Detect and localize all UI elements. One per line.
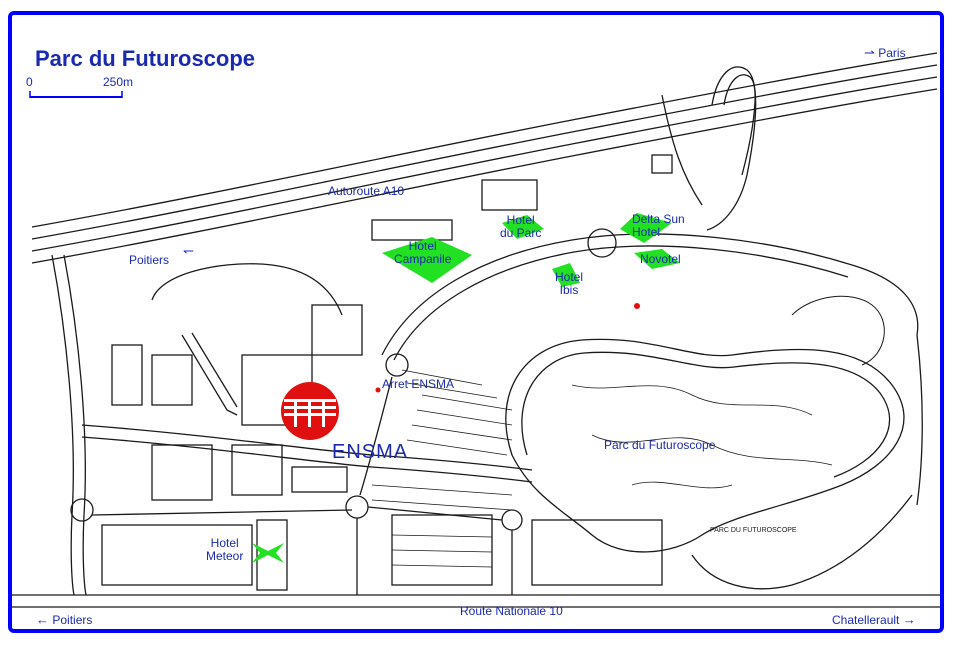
parking-rows — [401, 369, 513, 456]
building-block — [371, 219, 453, 241]
building-block — [151, 354, 193, 406]
hotel-ibis-line2: Ibis — [559, 283, 579, 297]
scale-bar — [29, 91, 123, 98]
east-complex — [791, 295, 885, 366]
ensma-road — [81, 436, 533, 483]
diagonal-road — [181, 334, 238, 416]
hotel-du-parc-label[interactable]: Hotel du Parc — [500, 214, 541, 240]
autoroute-label: Autoroute A10 — [328, 184, 405, 198]
east-road — [916, 334, 923, 506]
building-block — [291, 466, 348, 493]
hotel-meteor-line1: Hotel — [210, 536, 239, 550]
center-road — [359, 376, 393, 496]
roundabout-south — [501, 509, 523, 531]
hotel-novotel-marker[interactable] — [634, 249, 680, 269]
map-title: Parc du Futuroscope — [35, 46, 256, 71]
south-road — [367, 506, 503, 521]
building-block — [231, 444, 283, 496]
hotel-ibis-line1: Hotel — [555, 270, 584, 284]
ensma-road — [81, 424, 533, 471]
parking-rows — [371, 484, 513, 568]
novotel-stop[interactable] — [634, 303, 640, 309]
hotel-campanile-label[interactable]: Hotel Campanile — [394, 240, 451, 266]
paris-label: Paris — [878, 46, 906, 60]
arret-ensma-label[interactable]: Arret ENSMA — [382, 377, 455, 391]
roundabout-top — [587, 228, 617, 258]
poitiers-top-label: Poitiers — [129, 253, 170, 267]
park-outline-inner — [521, 351, 891, 478]
building-block — [311, 304, 363, 356]
autoroute-lane — [31, 64, 938, 240]
hotel-campanile-marker[interactable] — [382, 237, 472, 283]
delta-sun-line2: Hotel — [632, 225, 661, 239]
hotel-du-parc-line1: Hotel — [506, 213, 535, 227]
left-road — [51, 254, 75, 596]
arret-ensma-stop[interactable] — [375, 387, 381, 393]
hotel-delta-sun-label[interactable]: Delta Sun Hotel — [632, 213, 685, 239]
building-block — [481, 179, 538, 211]
paris-direction[interactable]: ⇀ Paris — [864, 46, 906, 60]
hotel-ibis-marker[interactable] — [552, 263, 580, 287]
scale-end-label: 250m — [103, 75, 134, 89]
poitiers-bottom-direction[interactable]: ← Poitiers — [36, 613, 92, 627]
roundabout-left — [70, 498, 94, 522]
hotel-delta-sun-marker[interactable] — [620, 213, 672, 243]
building-block — [651, 154, 673, 174]
main-ring-road — [393, 245, 849, 361]
arrow-left-icon: ↽ — [183, 243, 194, 258]
main-ring-road — [381, 233, 919, 356]
arrow-right-icon: ⇀ — [864, 45, 875, 60]
building-block — [101, 524, 253, 586]
south-road — [91, 509, 353, 516]
autoroute-lane — [31, 76, 938, 252]
poitiers-bottom-label: Poitiers — [52, 613, 93, 627]
parc-map-caption: PARC DU FUTUROSCOPE — [710, 527, 797, 534]
north-loop — [151, 263, 343, 316]
hotel-du-parc-marker[interactable] — [502, 215, 544, 239]
map-frame: Parc du Futuroscope 0 250m ⇀ Paris ↽ Poi… — [8, 11, 944, 633]
building-block — [256, 519, 288, 591]
scale-start-label: 0 — [26, 75, 33, 89]
route-nationale-label: Route Nationale 10 — [460, 604, 563, 618]
interchange-loop — [706, 66, 757, 231]
left-road — [63, 254, 87, 596]
chatellerault-direction[interactable]: Chatellerault → — [832, 613, 916, 627]
slip-road — [661, 94, 703, 206]
chatellerault-label: Chatellerault — [832, 613, 900, 627]
hotel-meteor-marker[interactable] — [252, 543, 284, 563]
park-outline — [505, 338, 905, 553]
parc-futuroscope-label[interactable]: Parc du Futuroscope — [604, 438, 716, 452]
ensma-logo[interactable] — [281, 382, 339, 440]
east-road — [691, 494, 913, 590]
park-paths — [571, 384, 833, 489]
diagonal-road — [191, 332, 238, 408]
interchange-loop — [723, 74, 756, 176]
map-canvas[interactable] — [12, 15, 940, 629]
delta-sun-line1: Delta Sun — [632, 212, 685, 226]
ensma-label[interactable]: ENSMA — [332, 441, 409, 463]
hotel-campanile-line1: Hotel — [408, 239, 437, 253]
autoroute-lane — [31, 88, 938, 264]
building-block — [531, 519, 663, 586]
arrow-left-icon: ← — [36, 612, 49, 627]
hotel-du-parc-line2: du Parc — [500, 226, 542, 240]
hotel-ibis-label[interactable]: Hotel Ibis — [555, 271, 583, 297]
autoroute-a10-road — [31, 52, 938, 228]
hotel-novotel-label[interactable]: Novotel — [640, 252, 681, 266]
hotel-meteor-label[interactable]: Hotel Meteor — [206, 537, 243, 563]
hotel-meteor-line2: Meteor — [206, 549, 244, 563]
roundabout-ensma — [385, 353, 409, 377]
hotel-campanile-line2: Campanile — [394, 252, 452, 266]
arrow-right-icon: → — [902, 612, 916, 627]
building-block — [111, 344, 143, 406]
roundabout-bottom — [345, 495, 369, 519]
building-block — [151, 444, 213, 501]
poitiers-top-direction[interactable]: ↽ Poitiers — [129, 244, 194, 267]
